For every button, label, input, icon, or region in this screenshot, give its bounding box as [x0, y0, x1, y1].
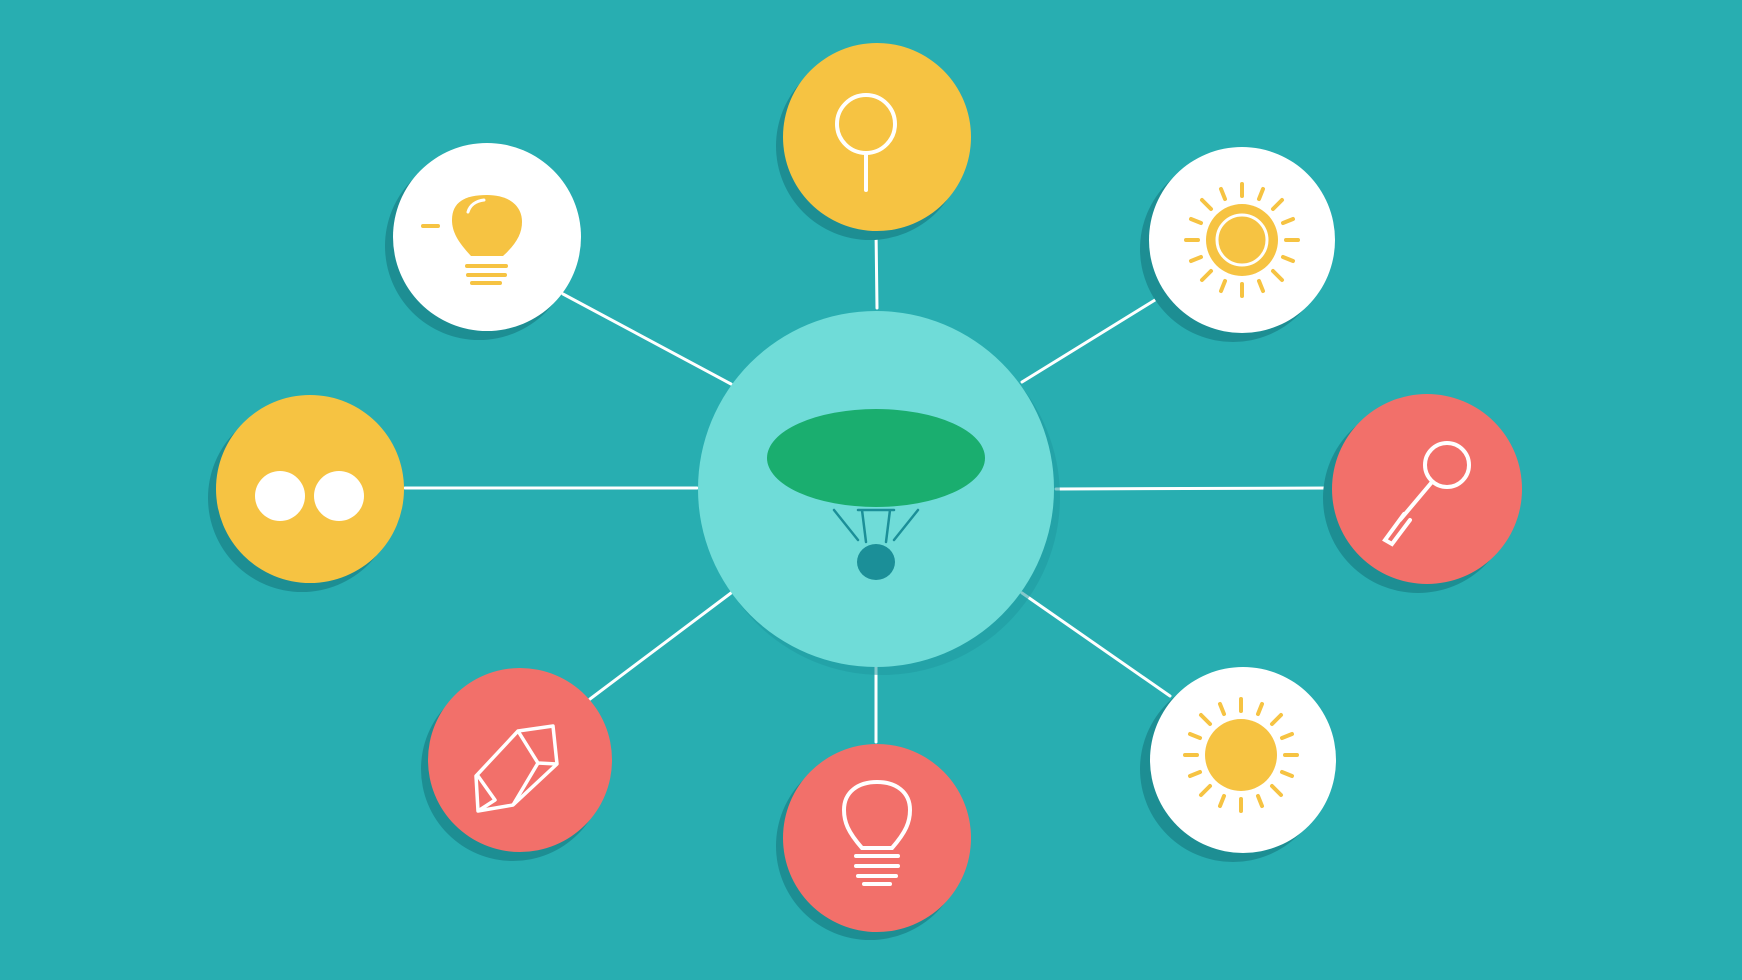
eraser-icon: [474, 724, 559, 813]
node-left: [208, 395, 404, 592]
node-right: [1323, 394, 1522, 593]
connector-bottom-left: [588, 591, 733, 701]
lightbulb-icon: [841, 779, 913, 886]
two-dots-icon: [255, 471, 364, 521]
hub-node: [698, 311, 1060, 675]
connector-bottom-right: [1020, 591, 1172, 698]
node-bottom-left: [421, 668, 612, 861]
hot-air-balloon-icon: [767, 409, 985, 580]
node-circle: [428, 668, 612, 852]
sun-icon: [1184, 182, 1300, 298]
node-top: [776, 43, 971, 240]
node-bottom-right: [1140, 667, 1336, 862]
magnifier-icon: [835, 93, 897, 192]
key-icon: [1382, 441, 1471, 547]
lightbulb-icon: [421, 195, 522, 285]
connector-top-left: [561, 292, 733, 386]
node-bottom: [776, 744, 971, 940]
connectors: [403, 228, 1332, 744]
node-circle: [783, 744, 971, 932]
connector-top: [874, 228, 879, 310]
connector-right: [1054, 486, 1332, 491]
connector-top-right: [1020, 290, 1170, 384]
node-circle: [783, 43, 971, 231]
node-top-left: [385, 143, 581, 340]
node-circle: [216, 395, 404, 583]
node-top-right: [1140, 147, 1335, 342]
sun-icon: [1183, 697, 1299, 813]
